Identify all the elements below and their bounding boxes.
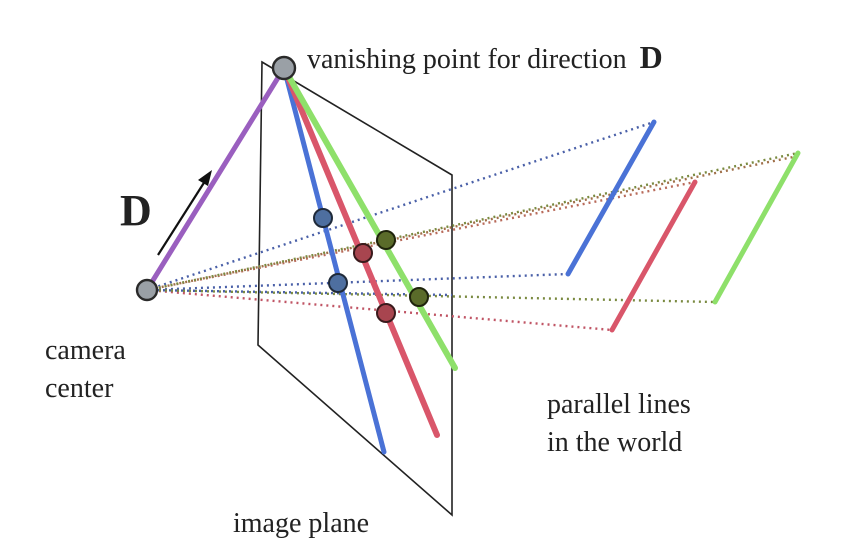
image-point-red-upper xyxy=(353,243,373,263)
image-plane xyxy=(257,60,453,517)
parallel-lines-label: parallel lines in the world xyxy=(547,386,691,462)
ray-blue-far xyxy=(146,120,655,292)
image-point-green-lower xyxy=(409,287,429,307)
world-line-red xyxy=(609,179,698,333)
vanishing-point xyxy=(271,55,297,81)
world-line-green xyxy=(712,150,801,305)
vanishing-point-text: vanishing point for direction xyxy=(307,44,627,75)
projection-rays xyxy=(146,120,799,332)
parallel-lines-line2: in the world xyxy=(547,427,683,458)
ray-brown-far xyxy=(146,154,799,292)
arrow-icon xyxy=(157,170,212,256)
world-line-blue xyxy=(565,119,657,277)
image-point-blue-lower xyxy=(328,273,348,293)
camera-center-point xyxy=(135,278,159,302)
image-plane-label: image plane xyxy=(233,508,370,539)
parallel-lines-line1: parallel lines xyxy=(547,389,691,420)
camera-center-label: camera center xyxy=(45,332,126,408)
image-line-blue xyxy=(281,65,387,455)
image-point-green-upper xyxy=(376,230,396,250)
ray-blue-near xyxy=(146,272,569,292)
vanishing-point-label: vanishing point for direction D xyxy=(307,38,663,79)
camera-center-line2: center xyxy=(45,373,114,404)
direction-line xyxy=(144,65,287,293)
image-line-green xyxy=(281,65,458,371)
ray-blue-mid xyxy=(146,288,453,297)
vanishing-point-symbol: D xyxy=(639,39,663,75)
image-point-blue-upper xyxy=(313,208,333,228)
image-point-red-lower xyxy=(376,303,396,323)
camera-center-line1: camera xyxy=(45,335,126,366)
direction-symbol: D xyxy=(120,186,152,235)
